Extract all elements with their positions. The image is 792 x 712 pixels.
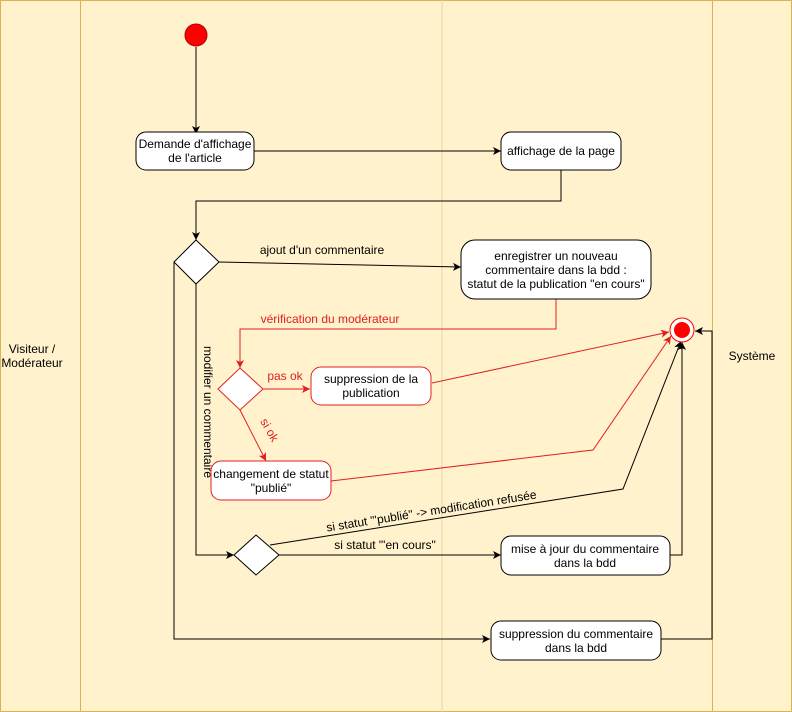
decision-moderateur [217,367,264,411]
edge-modifier [195,282,234,559]
svg-text:changement de statut"publié": changement de statut"publié" [213,467,329,495]
start-node [184,23,208,47]
end-node [669,317,695,343]
lane-label-systeme: Système [729,349,776,363]
node-affichage-page: affichage de la page [500,131,622,171]
label-ajout: ajout d'un commentaire [260,243,385,257]
edge-suppression-to-end [661,327,713,640]
svg-text:affichage de la page: affichage de la page [507,144,615,158]
edge-maj-to-end [670,342,686,556]
label-verification: vérification du modérateur [261,312,400,326]
edge-si-ok [239,409,267,462]
decision-statut [233,534,280,576]
edge-affichage-to-decision [192,170,562,240]
label-statut-en-cours: si statut "'en cours" [334,538,436,552]
edge-ajout [218,261,462,271]
label-pas-ok: pas ok [267,369,303,383]
decision-action [173,239,220,285]
main-lane [80,0,713,712]
node-changement-statut: changement de statut"publié" [210,460,332,501]
lane-label-visiteur: Visiteur /Modérateur [1,342,62,370]
lane-label-column [0,0,81,712]
system-lane [712,0,792,712]
edge-statut-publie [269,340,682,546]
label-modifier: modifier un commentaire [201,346,215,478]
edge-suppression-pub-to-end [431,329,670,384]
edge-verification [236,299,557,368]
edge-suppression [173,262,490,643]
edge-changement-to-end [330,335,672,482]
